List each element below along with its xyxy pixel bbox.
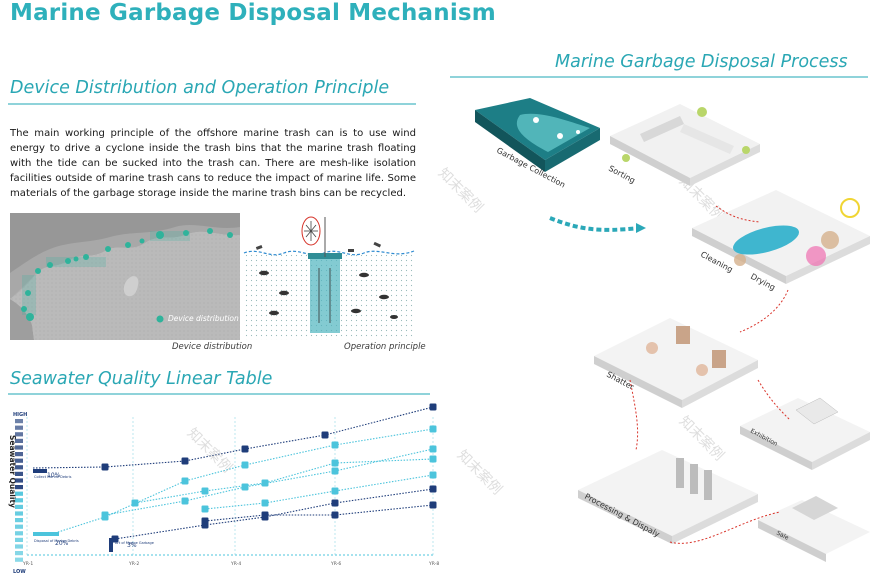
quality-node-icon: [131, 499, 139, 507]
scale-stripe: [15, 504, 23, 509]
callout-collect-value: 10%: [47, 472, 61, 479]
scale-stripe: [15, 557, 23, 562]
quality-node-icon: [331, 441, 339, 449]
operation-principle-diagram: [243, 213, 415, 340]
x-tick-label: YR-2: [128, 561, 139, 567]
quality-node-icon: [181, 457, 189, 465]
sale-tile: [758, 496, 870, 562]
quality-node-icon: [331, 487, 339, 495]
quality-node-icon: [321, 431, 329, 439]
step-label: Sorting: [607, 164, 637, 185]
scale-stripe: [15, 544, 23, 549]
scale-stripe: [15, 445, 23, 450]
scale-stripe: [15, 425, 23, 430]
quality-line: [134, 458, 434, 504]
quality-line: [54, 428, 434, 534]
scale-stripe: [15, 537, 23, 542]
scale-stripe: [15, 524, 23, 529]
quality-node-icon: [111, 535, 119, 543]
scale-stripe: [15, 485, 23, 490]
operation-caption: Operation principle: [344, 342, 426, 352]
process-diagram: Garbage Collection Sorting Cleaning Dryi…: [440, 80, 880, 578]
scale-stripe: [15, 551, 23, 556]
quality-node-icon: [429, 501, 437, 509]
callout-art-label: Art of Marine Garbage: [115, 541, 154, 545]
scale-stripe: [15, 452, 23, 457]
quality-node-icon: [201, 517, 209, 525]
callout-art-value: 3%: [127, 542, 137, 549]
quality-node-icon: [261, 479, 269, 487]
quality-node-icon: [429, 403, 437, 411]
quality-node-icon: [429, 425, 437, 433]
scale-low-label: LOW: [13, 569, 26, 575]
garbage-collection-tile: [475, 98, 600, 172]
scale-stripe: [15, 465, 23, 470]
seawater-quality-chart: HIGH LOW Seawater Quality YR-1 YR-2 YR-4 YR…: [5, 403, 439, 575]
scale-stripe: [15, 511, 23, 516]
device-description: The main working principle of the offsho…: [10, 128, 416, 199]
quality-line: [204, 474, 434, 510]
x-tick-label: YR-1: [22, 561, 33, 567]
callout-disposal-value: 20%: [55, 540, 69, 547]
quality-line: [204, 504, 434, 522]
page-title: Marine Garbage Disposal Mechanism: [10, 0, 496, 26]
quality-section-divider: [8, 393, 430, 395]
quality-line: [32, 406, 434, 469]
quality-node-icon: [261, 511, 269, 519]
quality-node-icon: [201, 487, 209, 495]
exhibition-tile: [740, 397, 870, 470]
quality-node-icon: [429, 485, 437, 493]
scale-stripe: [15, 419, 23, 424]
quality-node-icon: [331, 459, 339, 467]
scale-stripe: [15, 498, 23, 503]
scale-stripe: [15, 478, 23, 483]
processing-display-tile: [578, 450, 758, 544]
quality-section-title: Seawater Quality Linear Table: [10, 369, 273, 389]
quality-node-icon: [261, 499, 269, 507]
quality-node-icon: [241, 483, 249, 491]
section-divider: [8, 103, 416, 105]
quality-node-icon: [331, 511, 339, 519]
quality-line: [114, 488, 434, 540]
map-legend-label: Device distribution: [168, 314, 239, 323]
scale-stripe: [15, 458, 23, 463]
quality-node-icon: [181, 497, 189, 505]
cleaning-drying-tile: [692, 190, 870, 284]
scale-stripe: [15, 471, 23, 476]
scale-stripe: [15, 491, 23, 496]
quality-node-icon: [241, 445, 249, 453]
scale-high-label: HIGH: [13, 412, 27, 418]
device-section-title: Device Distribution and Operation Princi…: [10, 78, 390, 98]
scale-stripe: [15, 438, 23, 443]
quality-node-icon: [101, 463, 109, 471]
callout-collect-label: Collect Marine Debris: [34, 475, 72, 479]
callout-disposal-label: Disposal of Marine Debris: [34, 539, 79, 543]
quality-node-icon: [331, 499, 339, 507]
x-tick-label: YR-4: [230, 561, 241, 567]
device-distribution-map: Device distribution: [10, 213, 240, 340]
shatter-tile: [594, 318, 758, 408]
device-markers: [21, 228, 233, 321]
process-section-title: Marine Garbage Disposal Process: [555, 52, 848, 72]
sorting-tile: [610, 104, 760, 186]
quality-node-icon: [429, 455, 437, 463]
map-caption: Device distribution: [172, 342, 253, 352]
collection-path: [549, 216, 641, 232]
quality-node-icon: [241, 461, 249, 469]
quality-node-icon: [331, 467, 339, 475]
scale-stripe: [15, 518, 23, 523]
y-axis-label: Seawater Quality: [8, 435, 17, 508]
x-tick-label: YR-8: [428, 561, 439, 567]
quality-node-icon: [429, 471, 437, 479]
quality-node-icon: [101, 511, 109, 519]
quality-node-icon: [201, 505, 209, 513]
scale-stripe: [15, 531, 23, 536]
x-tick-label: YR-6: [330, 561, 341, 567]
quality-node-icon: [181, 477, 189, 485]
scale-stripe: [15, 432, 23, 437]
process-section-divider: [450, 76, 868, 78]
quality-node-icon: [429, 445, 437, 453]
quality-line: [104, 448, 434, 516]
